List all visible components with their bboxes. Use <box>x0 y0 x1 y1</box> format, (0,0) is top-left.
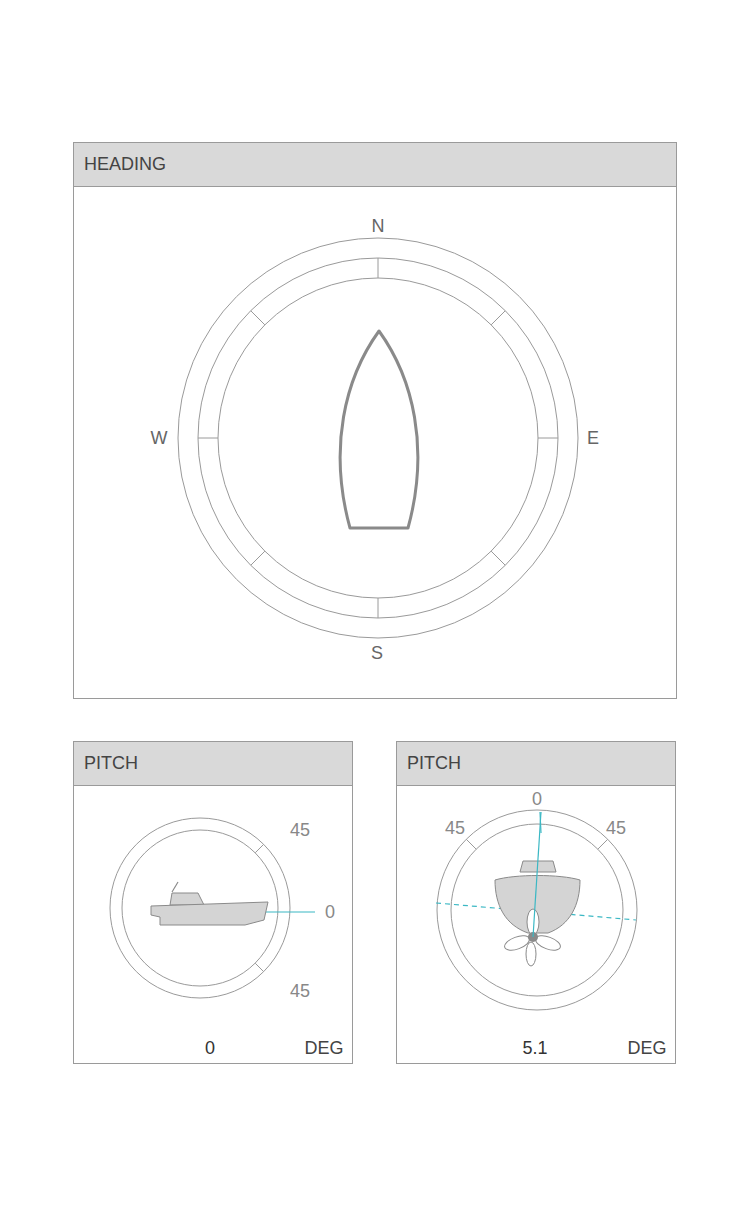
panel-title: PITCH <box>397 742 675 786</box>
instrument-panel: PITCH <box>73 741 353 1064</box>
scale-number: 45 <box>290 982 310 1000</box>
unit-label: DEG <box>627 1039 666 1057</box>
value-readout: 5.1 <box>522 1039 547 1057</box>
scale-number: 45 <box>606 819 626 837</box>
unit-label: DEG <box>304 1039 343 1057</box>
compass-point: E <box>587 429 599 447</box>
compass-point: W <box>151 429 168 447</box>
scale-number: 45 <box>445 819 465 837</box>
panel-title: PITCH <box>74 742 352 786</box>
panel-title: HEADING <box>74 143 676 187</box>
scale-number: 0 <box>532 790 542 808</box>
scale-number: 0 <box>325 903 335 921</box>
compass-point: S <box>371 644 383 662</box>
value-readout: 0 <box>205 1039 215 1057</box>
compass-point: N <box>372 217 385 235</box>
scale-number: 45 <box>290 821 310 839</box>
